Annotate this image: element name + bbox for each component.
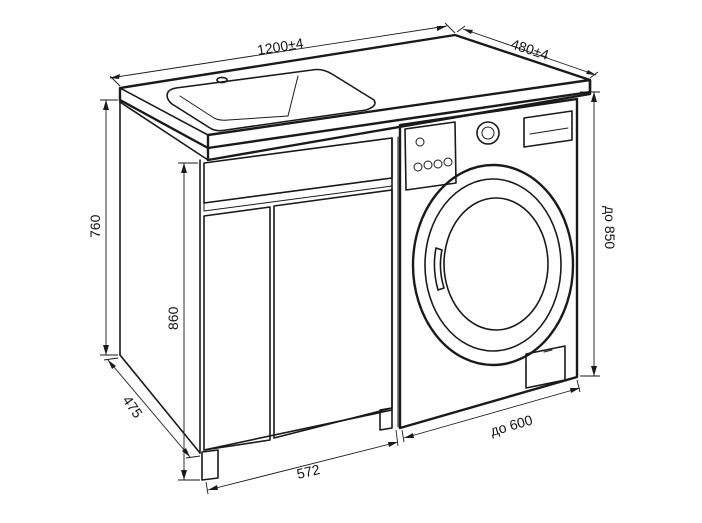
dimension-washer-width bbox=[401, 379, 581, 443]
ext-line bbox=[395, 429, 399, 447]
arrow-head bbox=[181, 163, 187, 173]
washer-power-indicator bbox=[415, 137, 425, 147]
cabinet-right-door bbox=[273, 189, 393, 439]
dimension-height-inner bbox=[178, 162, 200, 481]
dimension-height-cabinet bbox=[100, 99, 118, 356]
cabinet-leg-right bbox=[379, 407, 393, 431]
arrow-head bbox=[463, 29, 473, 34]
dim-line-washer-width bbox=[403, 387, 581, 439]
ext-line bbox=[185, 455, 201, 459]
washer-door-glass bbox=[443, 197, 549, 331]
washing-machine bbox=[398, 97, 579, 430]
dim-line-cabinet-width bbox=[207, 441, 399, 491]
dim-line-top-depth bbox=[462, 28, 597, 76]
washer-detergent-drawer bbox=[523, 110, 573, 148]
dimension-label-washer-width: до 600 bbox=[488, 412, 534, 439]
arrow-head bbox=[591, 366, 597, 376]
ext-line bbox=[103, 357, 119, 361]
arrow-head bbox=[570, 388, 580, 393]
washer-button-1 bbox=[413, 162, 423, 172]
washer-body bbox=[398, 97, 579, 430]
cabinet-left-bottom-edge bbox=[119, 354, 201, 454]
washer-drawer-handle bbox=[529, 127, 569, 135]
dim-line-top-width bbox=[109, 25, 448, 79]
dimension-top-width bbox=[109, 22, 456, 87]
ext-line bbox=[589, 71, 599, 79]
countertop-left-bottom-edge bbox=[119, 101, 209, 161]
sink-basin bbox=[166, 68, 376, 132]
arrow-head bbox=[110, 74, 120, 79]
washer-program-dial bbox=[476, 121, 500, 145]
washer-door-handle bbox=[433, 247, 445, 291]
faucet-hole bbox=[216, 76, 228, 84]
dimension-label-height-inner: 860 bbox=[165, 306, 181, 330]
sink-inner-slope bbox=[287, 75, 299, 117]
ext-line bbox=[444, 22, 456, 34]
arrow-head bbox=[586, 70, 596, 75]
cabinet-bottom-edge bbox=[203, 409, 393, 451]
arrow-head bbox=[437, 26, 447, 31]
dimension-label-depth-bottom: 475 bbox=[120, 393, 147, 421]
arrow-head bbox=[208, 485, 218, 490]
washer-button-2 bbox=[423, 160, 433, 170]
washer-filter-hatch bbox=[525, 345, 566, 389]
washer-display-panel bbox=[404, 121, 457, 191]
ext-line bbox=[456, 25, 466, 33]
dimension-label-height-cabinet: 760 bbox=[87, 214, 103, 238]
arrow-head bbox=[181, 470, 187, 480]
arrow-head bbox=[103, 100, 109, 110]
arrow-head bbox=[388, 442, 398, 447]
ext-line bbox=[576, 379, 581, 393]
washer-button-4 bbox=[443, 157, 453, 167]
dimension-depth-bottom bbox=[103, 357, 201, 459]
sink-rim bbox=[166, 68, 376, 132]
arrow-head bbox=[591, 92, 597, 102]
cabinet bbox=[119, 101, 399, 481]
ext-line bbox=[205, 481, 209, 495]
dimension-height-washer bbox=[580, 91, 600, 377]
arrow-head bbox=[182, 448, 190, 457]
dimension-cabinet-width bbox=[205, 429, 399, 495]
washer-hatch-latch bbox=[543, 349, 553, 353]
countertop-front-top-edge bbox=[119, 87, 209, 136]
arrow-head bbox=[108, 360, 116, 369]
dimension-label-cabinet-width: 572 bbox=[295, 461, 322, 482]
dim-line-depth-bottom bbox=[107, 359, 191, 458]
washer-door-outer bbox=[411, 163, 575, 367]
dimension-top-depth bbox=[456, 25, 599, 79]
cabinet-left-door bbox=[203, 206, 271, 451]
arrow-head bbox=[404, 433, 414, 438]
washer-dial-inner bbox=[481, 126, 495, 140]
dimension-label-height-washer: до 850 bbox=[602, 206, 618, 249]
washer-door-ring bbox=[424, 178, 562, 352]
arrow-head bbox=[103, 345, 109, 355]
ext-line bbox=[401, 429, 405, 443]
countertop-front-face bbox=[206, 78, 592, 162]
cabinet-leg-front bbox=[201, 449, 219, 481]
sink-inner-floor bbox=[179, 95, 289, 121]
dimension-label-top-width: 1200±4 bbox=[256, 35, 305, 58]
washer-button-3 bbox=[433, 159, 443, 169]
